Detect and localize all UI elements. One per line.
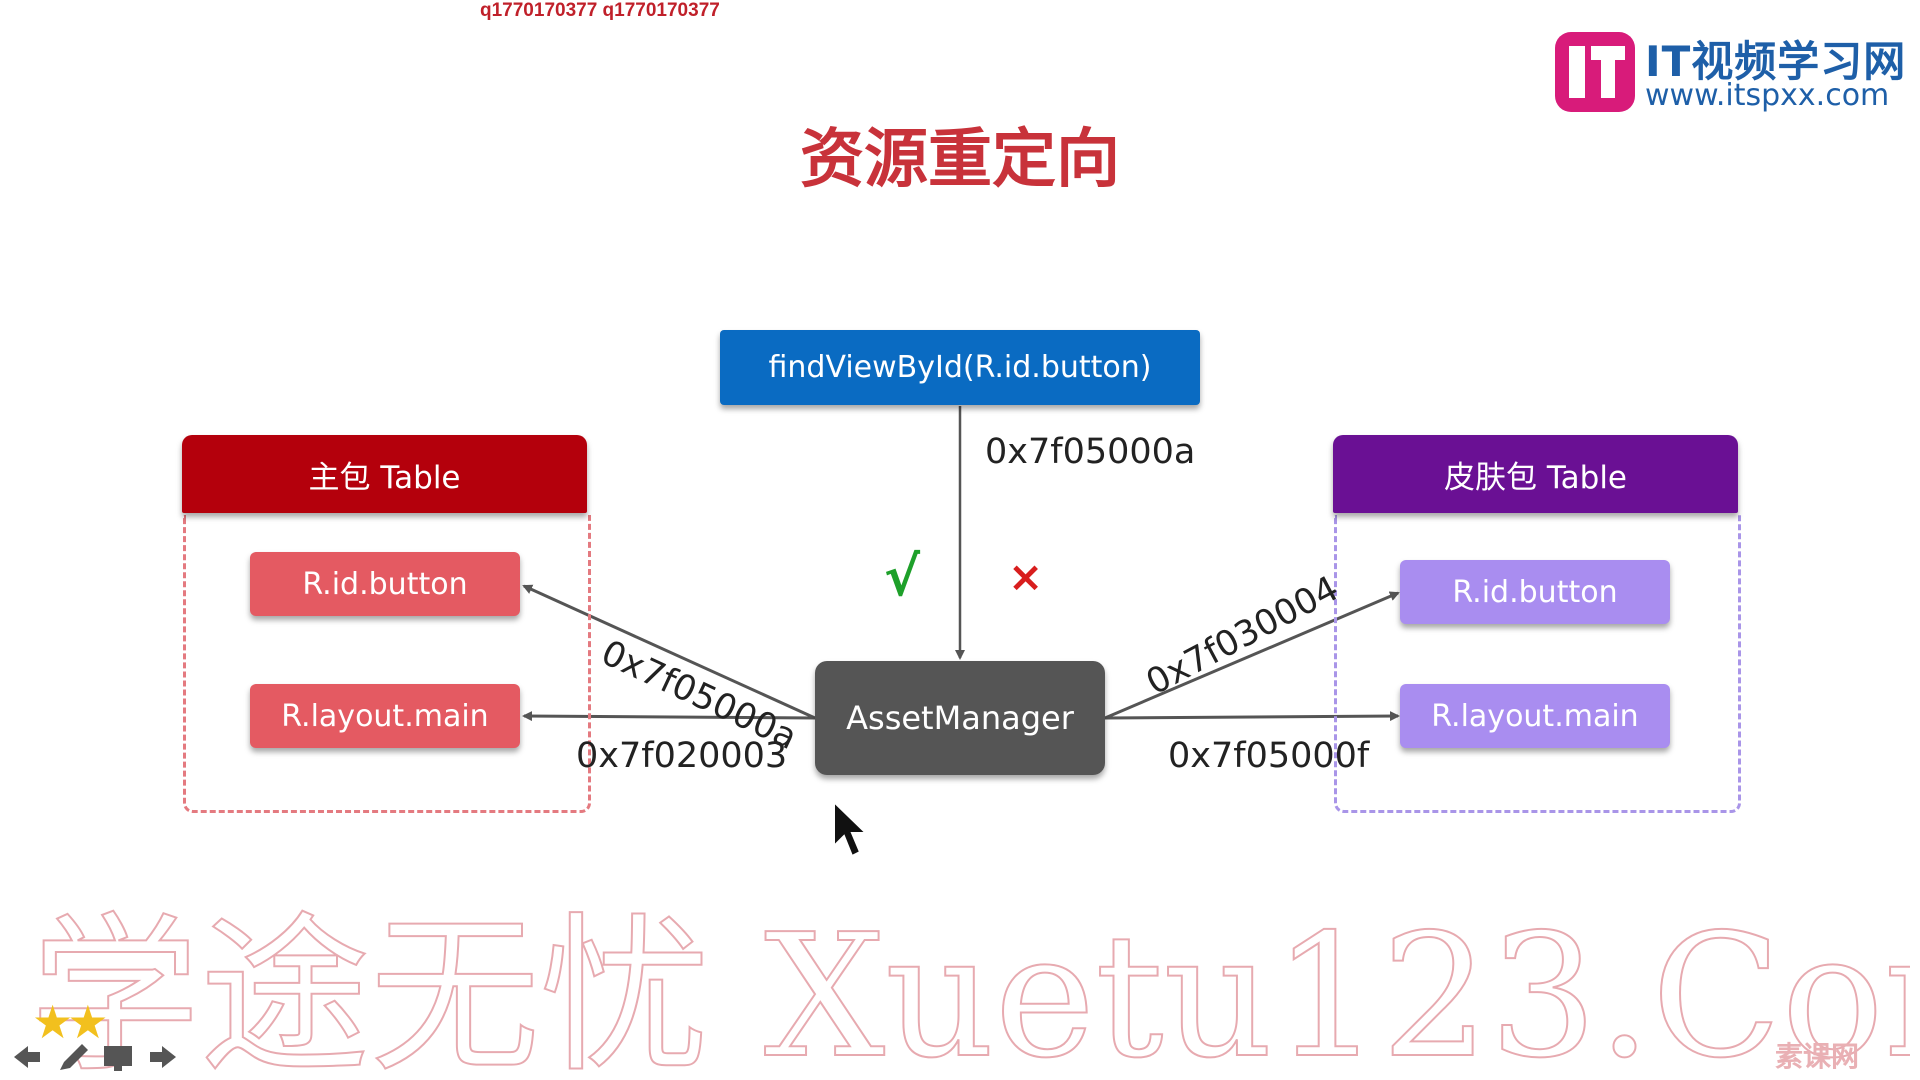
check-mark-icon: √ xyxy=(884,545,921,608)
logo-name: IT视频学习网 xyxy=(1645,37,1907,86)
asset-manager-box: AssetManager xyxy=(815,661,1105,775)
find-view-by-id-box: findViewById(R.id.button) xyxy=(720,330,1200,405)
main-table-frame xyxy=(183,515,591,813)
slide-nav-toolbar xyxy=(14,1044,176,1071)
main-table-header: 主包 Table xyxy=(182,435,587,513)
main-table-item-id: R.id.button xyxy=(250,552,520,616)
skin-table-item-layout: R.layout.main xyxy=(1400,684,1670,748)
logo-url: www.itspxx.com xyxy=(1645,78,1890,113)
edge-asset-to-main-layout xyxy=(522,711,816,722)
watermark-big-text: 学途无忧 Xuetu123.Com xyxy=(30,905,1910,1075)
logo-mark-icon xyxy=(1555,32,1635,112)
mouse-pointer-icon xyxy=(833,800,869,858)
watermark-corner-text: 素课网 xyxy=(1775,1040,1860,1073)
watermark-top-text: q1770170377 q1770170377 xyxy=(480,0,720,21)
cross-mark-icon: × xyxy=(1008,552,1044,601)
svg-text:学途无忧 Xuetu123.Com: 学途无忧 Xuetu123.Com xyxy=(30,905,1910,1075)
edge-label-skin-layout: 0x7f05000f xyxy=(1168,736,1370,776)
edge-asset-to-skin-id xyxy=(1104,591,1400,720)
arrow-left-icon[interactable] xyxy=(14,1046,40,1068)
arrow-right-icon[interactable] xyxy=(150,1046,176,1068)
skin-table-item-id: R.id.button xyxy=(1400,560,1670,624)
screen-icon[interactable] xyxy=(104,1046,132,1071)
skin-table-frame xyxy=(1334,515,1741,813)
main-table-item-layout: R.layout.main xyxy=(250,684,520,748)
edge-label-main-layout: 0x7f020003 xyxy=(576,736,788,776)
skin-table-header: 皮肤包 Table xyxy=(1333,435,1738,513)
slide-title: 资源重定向 xyxy=(800,123,1120,197)
edge-label-top: 0x7f05000a xyxy=(985,432,1196,472)
pen-icon[interactable] xyxy=(60,1044,88,1070)
site-logo: IT视频学习网 www.itspxx.com xyxy=(1555,28,1915,118)
stars-icon: ★★ xyxy=(32,995,109,1049)
edge-asset-to-skin-layout xyxy=(1104,711,1400,722)
edge-asset-to-main-id xyxy=(522,584,816,720)
